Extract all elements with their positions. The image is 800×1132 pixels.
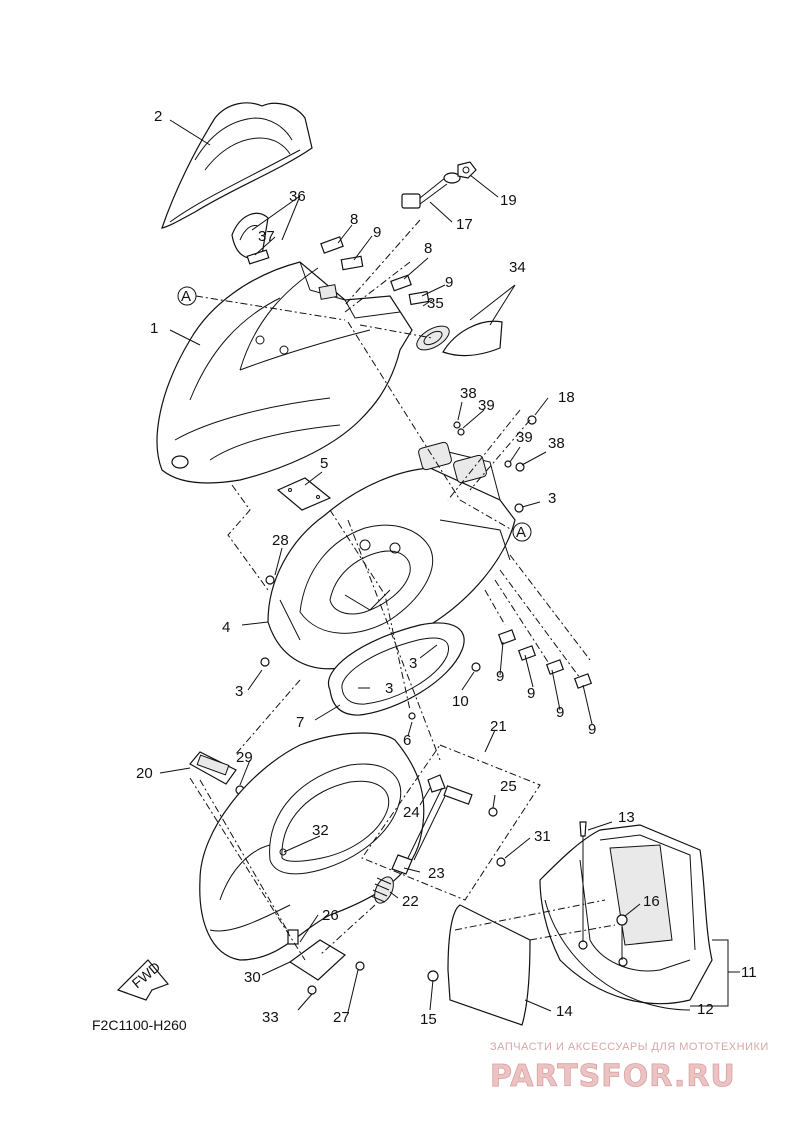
callout-8: 8 — [350, 211, 358, 228]
part-30-bracket — [287, 929, 346, 981]
callout-20: 20 — [136, 765, 153, 782]
watermark: ЗАПЧАСТИ И АКСЕССУАРЫ ДЛЯ МОТОТЕХНИКИ PA… — [490, 1041, 769, 1094]
callout-21: 21 — [490, 718, 507, 735]
callout-15: 15 — [420, 1011, 437, 1028]
callout-36: 36 — [289, 188, 306, 205]
callout-3: 3 — [235, 683, 243, 700]
callout-25: 25 — [500, 778, 517, 795]
callout-29: 29 — [236, 749, 253, 766]
callout-9: 9 — [588, 721, 596, 738]
callout-labels: 2 1 3 3 3 3 4 5 6 7 8 8 9 9 9 9 9 9 10 1… — [136, 108, 757, 1028]
callout-28: 28 — [272, 532, 289, 549]
callout-10: 10 — [452, 693, 469, 710]
callout-7: 7 — [296, 714, 304, 731]
callout-12: 12 — [697, 1001, 714, 1018]
callout-32: 32 — [312, 822, 329, 839]
callout-18: 18 — [558, 389, 575, 406]
reference-a-right: A — [512, 522, 532, 542]
callout-38: 38 — [548, 435, 565, 452]
pads-9-lower — [497, 629, 593, 689]
callout-3: 3 — [409, 655, 417, 672]
gas-strut — [370, 774, 473, 904]
dashed-guides — [189, 219, 616, 961]
callout-1-2: 2 — [154, 108, 162, 125]
callout-19: 19 — [500, 192, 517, 209]
callout-37: 37 — [258, 228, 275, 245]
watermark-brand: PARTSFOR.RU — [490, 1059, 736, 1094]
callout-31: 31 — [534, 828, 551, 845]
reference-label: A — [516, 524, 526, 541]
callout-9: 9 — [445, 274, 453, 291]
callout-9: 9 — [527, 685, 535, 702]
callout-34: 34 — [509, 259, 526, 276]
part-5-pad — [276, 477, 332, 511]
reference-label: A — [181, 288, 191, 305]
part-1-hood — [156, 261, 413, 484]
callout-9: 9 — [496, 668, 504, 685]
callout-3: 3 — [385, 680, 393, 697]
part-20-latch — [189, 751, 237, 785]
callout-9: 9 — [556, 704, 564, 721]
callout-11: 11 — [741, 964, 757, 981]
callout-39: 39 — [516, 429, 533, 446]
callout-39: 39 — [478, 397, 495, 414]
callout-23: 23 — [428, 865, 445, 882]
callout-38: 38 — [460, 385, 477, 402]
callout-5: 5 — [320, 455, 328, 472]
callout-4: 4 — [222, 619, 230, 636]
callout-8: 8 — [424, 240, 432, 257]
reference-a-left: A — [177, 286, 197, 306]
part-7-seal — [327, 622, 465, 716]
callout-1: 1 — [150, 320, 158, 337]
part-34-cover — [416, 320, 503, 357]
callout-9: 9 — [373, 224, 381, 241]
callout-13: 13 — [618, 809, 635, 826]
callout-16: 16 — [643, 893, 660, 910]
callout-30: 30 — [244, 969, 261, 986]
pins-13-16 — [579, 821, 628, 960]
callout-33: 33 — [262, 1009, 279, 1026]
part-2-visor — [161, 102, 313, 229]
callout-14: 14 — [556, 1003, 573, 1020]
callout-24: 24 — [403, 804, 420, 821]
callout-26: 26 — [322, 907, 339, 924]
callout-22: 22 — [402, 893, 419, 910]
callout-27: 27 — [333, 1009, 350, 1026]
fwd-arrow: FWD — [116, 959, 170, 1001]
callout-3: 3 — [548, 490, 556, 507]
leader-lines — [159, 119, 740, 1013]
watermark-tagline: ЗАПЧАСТИ И АКСЕССУАРЫ ДЛЯ МОТОТЕХНИКИ — [490, 1041, 769, 1053]
part-14-lid — [447, 904, 531, 1026]
part-17-cable — [401, 161, 477, 209]
callout-17: 17 — [456, 216, 473, 233]
callout-6: 6 — [403, 732, 411, 749]
callout-35: 35 — [427, 295, 444, 312]
lower-hull — [199, 732, 425, 961]
diagram-code: F2C1100-H260 — [92, 1017, 187, 1033]
